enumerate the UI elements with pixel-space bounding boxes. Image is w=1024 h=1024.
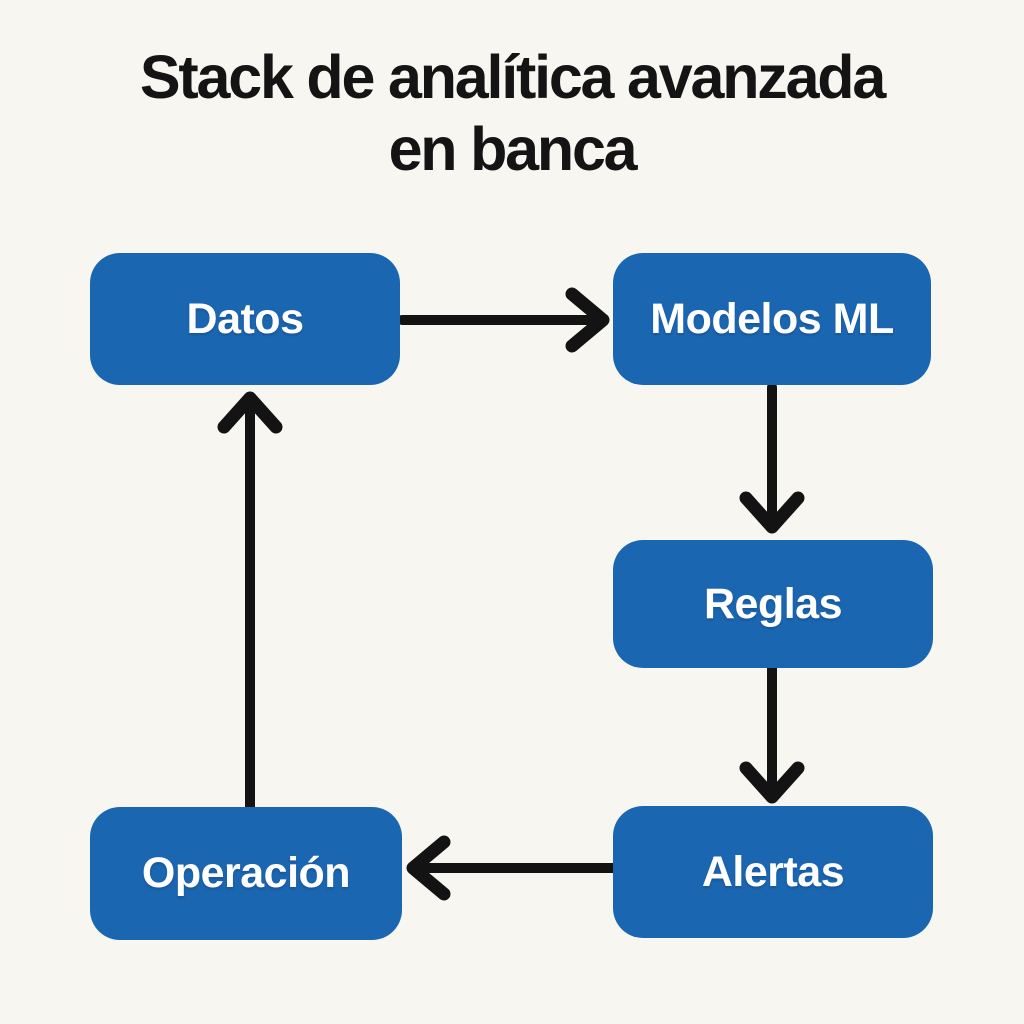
node-operacion: Operación xyxy=(90,807,402,940)
arrow-operacion-to-datos xyxy=(217,391,283,812)
arrow-datos-to-modelos-ml xyxy=(397,287,610,353)
title-line-1: Stack de analítica avanzada xyxy=(139,43,886,111)
node-alertas: Alertas xyxy=(613,806,933,938)
title-line-2: en banca xyxy=(388,114,638,183)
node-modelos-ml: Modelos ML xyxy=(613,253,931,385)
node-reglas: Reglas xyxy=(613,540,933,668)
arrow-alertas-to-operacion xyxy=(406,835,618,901)
arrow-modelos-ml-to-reglas xyxy=(739,382,805,534)
node-datos: Datos xyxy=(90,253,400,385)
arrow-reglas-to-alertas xyxy=(739,663,805,804)
